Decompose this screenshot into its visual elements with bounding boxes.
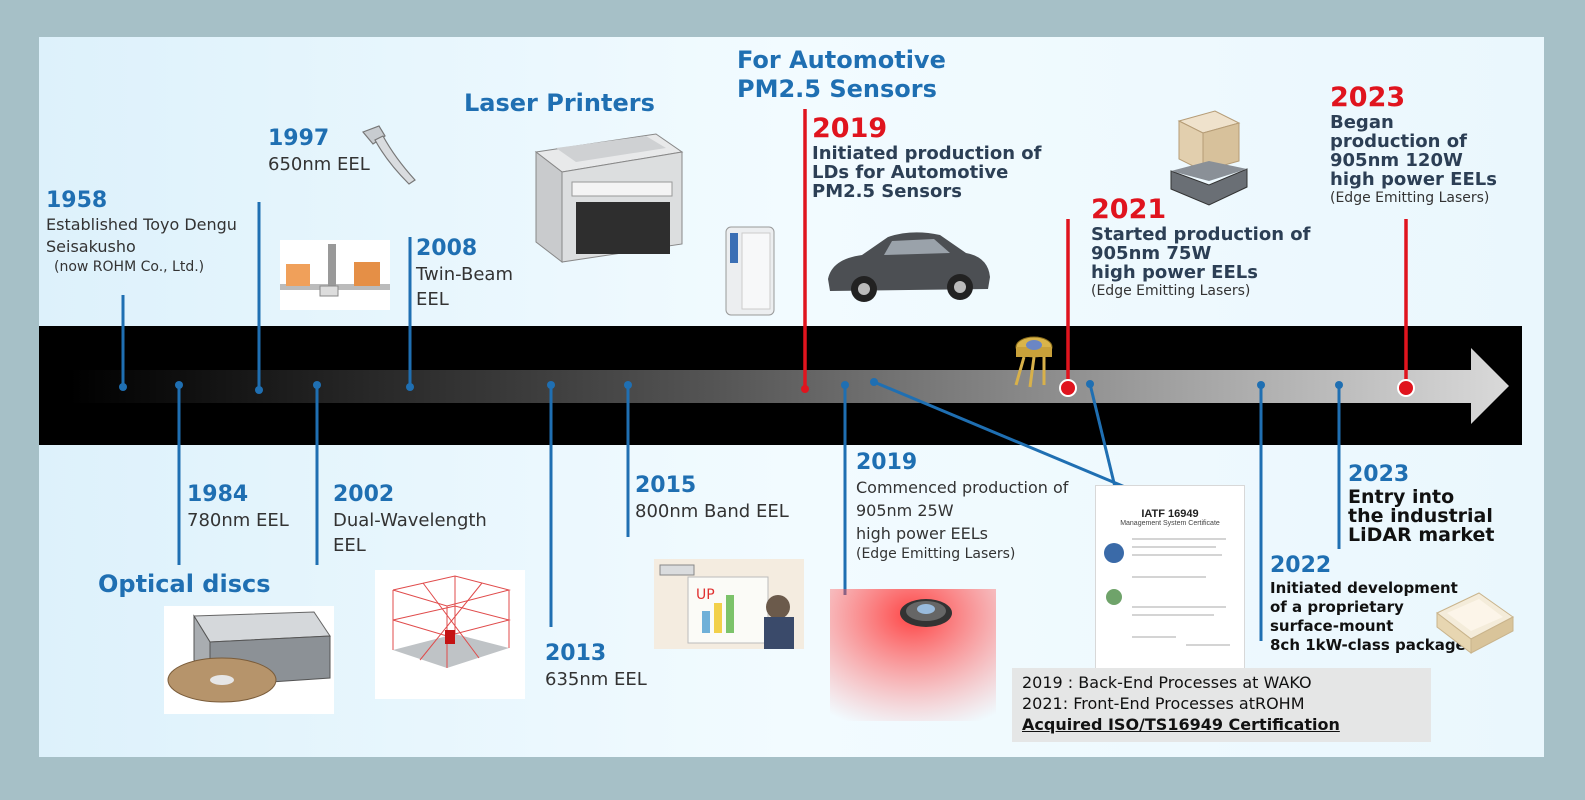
laser-mechanism-icon <box>280 240 390 310</box>
timeline-marker <box>1397 379 1415 397</box>
smd-package-icon <box>1431 583 1517 661</box>
event-year: 2023 <box>1330 82 1406 113</box>
event-note: (now ROHM Co., Ltd.) <box>54 259 205 275</box>
event-desc: Commenced production of 905nm 25W high p… <box>856 478 1069 543</box>
timeline-marker <box>119 383 127 391</box>
category-automotive: For Automotive PM2.5 Sensors <box>737 46 946 103</box>
event-year: 2015 <box>635 473 697 498</box>
timeline-marker <box>1086 380 1094 388</box>
category-laser-printers: Laser Printers <box>464 89 655 117</box>
event-2002: 2002 Dual-Wavelength EEL <box>333 482 487 558</box>
event-2022: 2022 Initiated development of a propriet… <box>1270 553 1466 655</box>
event-2019-905nm: 2019 Commenced production of 905nm 25W h… <box>856 450 1068 563</box>
car-icon <box>822 221 994 311</box>
event-desc: 800nm Band EEL <box>635 501 789 522</box>
event-desc: Entry into the industrial LiDAR market <box>1348 486 1495 546</box>
event-2015: 2015 800nm Band EEL <box>635 473 789 524</box>
event-2023-lidar: 2023 Entry into the industrial LiDAR mar… <box>1348 462 1494 545</box>
event-desc: 780nm EEL <box>187 510 289 531</box>
event-note: (Edge Emitting Lasers) <box>856 546 1016 562</box>
laser-printer-icon <box>526 132 688 267</box>
event-year: 2008 <box>416 236 478 261</box>
laser-diode-icon <box>1004 333 1062 389</box>
cert-line-2: 2021: Front-End Processes atROHM <box>1022 694 1305 713</box>
event-year: 1984 <box>187 482 249 507</box>
event-desc: Initiated production of LDs for Automoti… <box>812 143 1042 202</box>
timeline-marker <box>1059 379 1077 397</box>
event-2008: 2008 Twin-Beam EEL <box>416 236 513 312</box>
timeline-marker <box>624 381 632 389</box>
event-2013: 2013 635nm EEL <box>545 641 647 692</box>
event-desc: Began production of 905nm 120W high powe… <box>1330 112 1497 190</box>
barcode-scanner-icon <box>357 122 429 194</box>
certification-note: 2019 : Back-End Processes at WAKO 2021: … <box>1012 668 1431 742</box>
timeline-marker <box>870 378 878 386</box>
event-desc: Established Toyo Dengu Seisakusho <box>46 215 237 256</box>
certificate-connector <box>1088 383 1117 488</box>
event-desc: 650nm EEL <box>268 154 370 175</box>
robot-vacuum-icon <box>830 589 996 721</box>
event-year: 2021 <box>1091 194 1167 225</box>
timeline-marker <box>801 385 809 393</box>
event-year: 1997 <box>268 126 330 151</box>
timeline-graphic <box>39 109 1522 641</box>
svg-text:UP: UP <box>696 587 715 603</box>
timeline-marker <box>1335 381 1343 389</box>
timeline-marker <box>313 381 321 389</box>
event-2019-automotive: 2019 Initiated production of LDs for Aut… <box>812 113 1042 202</box>
timeline-marker <box>841 381 849 389</box>
event-2023-eel: 2023 Began production of 905nm 120W high… <box>1330 83 1497 207</box>
agv-robot-icon <box>1165 109 1251 211</box>
event-year: 2022 <box>1270 553 1332 578</box>
event-note: (Edge Emitting Lasers) <box>1330 190 1490 206</box>
certificate-title: IATF 16949 <box>1141 508 1199 520</box>
timeline-panel: 1958 Established Toyo Dengu Seisakusho (… <box>39 37 1544 757</box>
air-purifier-icon <box>722 223 778 319</box>
timeline-marker <box>255 386 263 394</box>
timeline-marker <box>547 381 555 389</box>
laser-level-icon <box>375 570 525 699</box>
certificate-connector <box>873 380 1126 489</box>
timeline-arrow <box>69 348 1509 424</box>
timeline-marker <box>175 381 183 389</box>
event-2021: 2021 Started production of 905nm 75W hig… <box>1091 195 1310 300</box>
event-year: 1958 <box>46 188 108 213</box>
event-year: 2013 <box>545 641 607 666</box>
event-note: (Edge Emitting Lasers) <box>1091 283 1251 299</box>
event-desc: 635nm EEL <box>545 669 647 690</box>
event-1958: 1958 Established Toyo Dengu Seisakusho (… <box>46 188 237 276</box>
event-desc: Initiated development of a proprietary s… <box>1270 579 1466 654</box>
event-desc: Started production of 905nm 75W high pow… <box>1091 224 1311 283</box>
certificate-icon: IATF 16949 Management System Certificate <box>1095 485 1245 669</box>
certificate-subtitle: Management System Certificate <box>1120 520 1220 527</box>
cert-line-3: Acquired ISO/TS16949 Certification <box>1022 715 1340 734</box>
category-optical-discs: Optical discs <box>98 570 271 598</box>
event-year: 2019 <box>856 450 918 475</box>
optical-drive-icon <box>164 606 334 714</box>
cert-line-1: 2019 : Back-End Processes at WAKO <box>1022 673 1312 692</box>
event-1984: 1984 780nm EEL <box>187 482 289 533</box>
projector-icon: UP <box>654 559 804 649</box>
timeline-marker <box>406 383 414 391</box>
event-desc: Dual-Wavelength EEL <box>333 510 487 556</box>
event-year: 2002 <box>333 482 395 507</box>
event-year: 2023 <box>1348 462 1410 487</box>
timeline-marker <box>1257 381 1265 389</box>
event-year: 2019 <box>812 113 888 144</box>
event-desc: Twin-Beam EEL <box>416 264 513 310</box>
event-1997: 1997 650nm EEL <box>268 126 370 177</box>
